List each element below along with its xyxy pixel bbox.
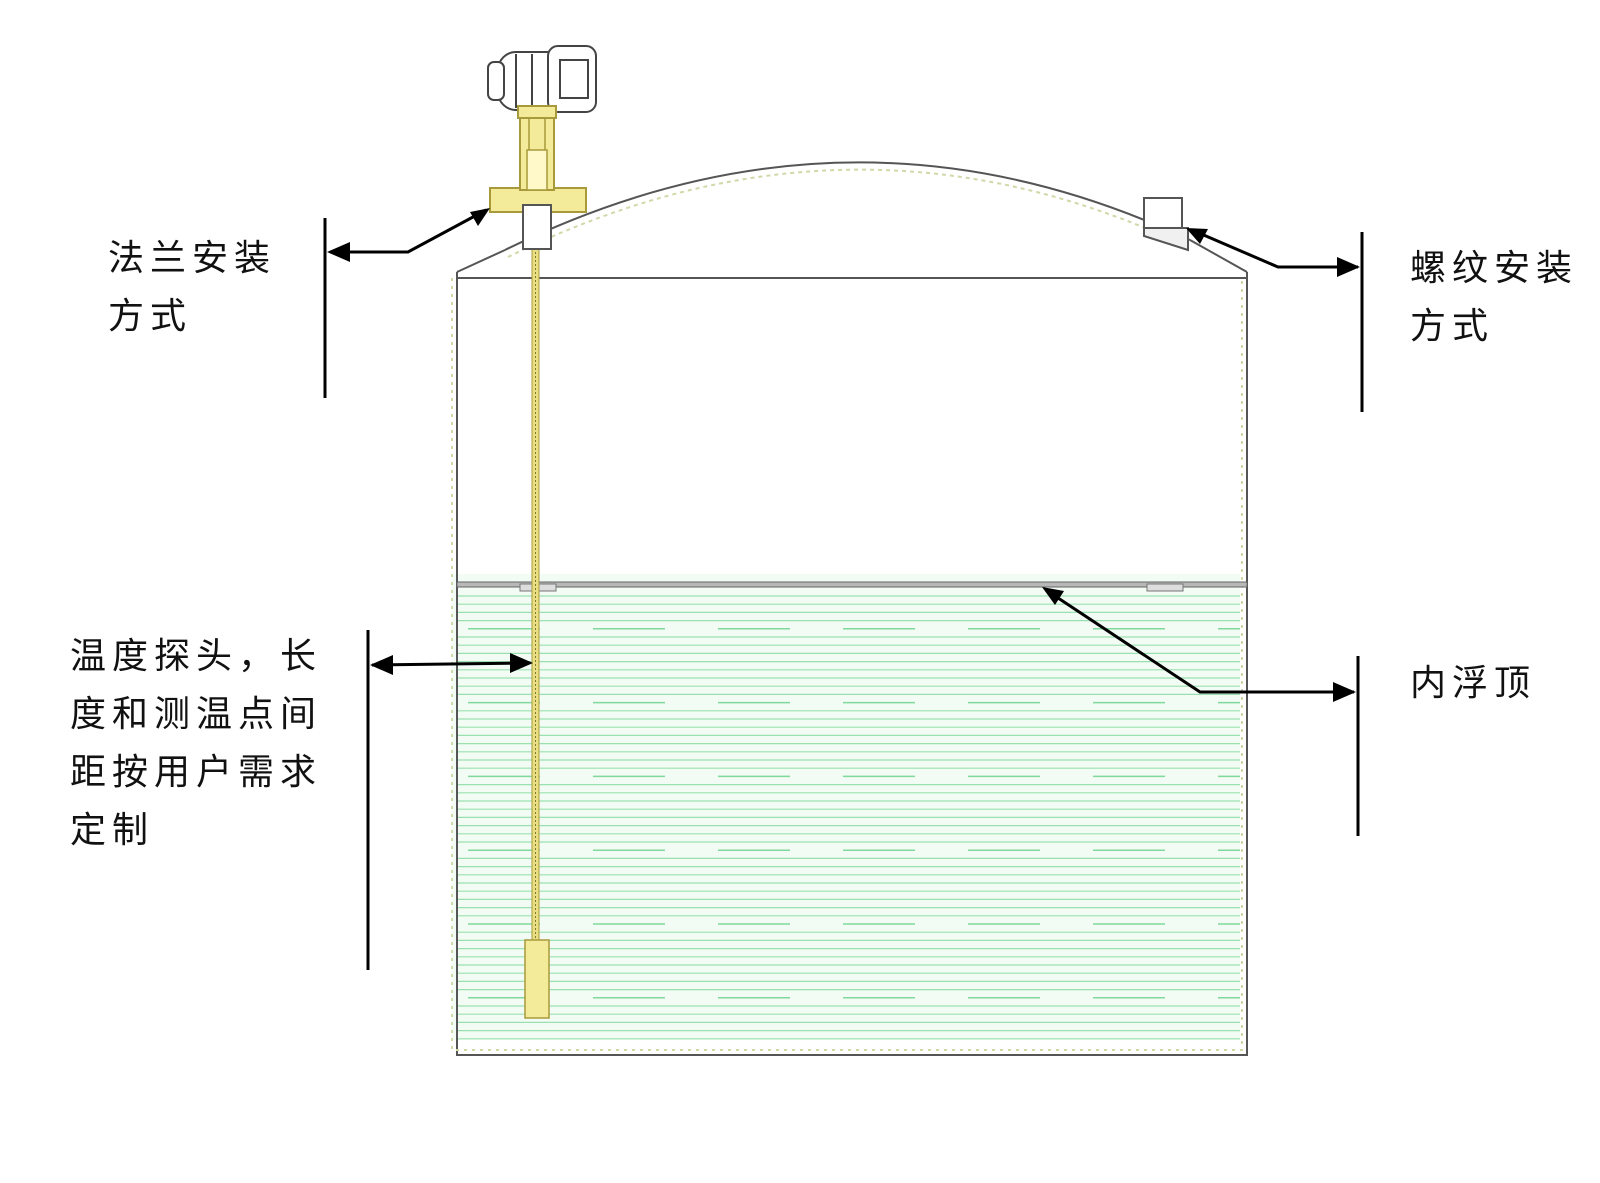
flange-mount-label-line: 方式	[108, 296, 193, 337]
floating-roof-label: 内浮顶	[1410, 655, 1536, 713]
roof-arrow-right-icon	[1333, 682, 1356, 702]
tank-roof-dome-inner	[507, 168, 1187, 258]
probe-tip	[524, 939, 550, 1019]
thread-annotation	[1191, 228, 1364, 412]
tank-roof-shoulder	[456, 239, 1248, 273]
thread-mount-nozzle	[1143, 197, 1189, 252]
liquid-lines	[458, 595, 1240, 1040]
tank-roof-dome	[504, 161, 1191, 251]
roof-arrow-left-icon	[1042, 587, 1064, 605]
floating-roof-label-line: 内浮顶	[1410, 663, 1537, 704]
probe-label-line: 温度探头，长	[70, 636, 323, 677]
probe-label-line: 距按用户需求	[70, 752, 323, 793]
liquid-fill	[452, 574, 1240, 1040]
floating-roof-plate	[456, 581, 1248, 588]
probe-arrow-left-icon	[370, 655, 393, 675]
flange-mount-label-line: 法兰安装	[108, 238, 277, 279]
flange-annotation	[323, 208, 487, 398]
thread-mount-label-line: 螺纹安装	[1410, 248, 1579, 289]
probe-annotation	[366, 630, 531, 970]
floating-roof-guide-right	[1146, 583, 1184, 592]
flange-arrow-left-icon	[327, 242, 350, 262]
transmitter-head-icon	[487, 45, 597, 119]
flange-neck	[522, 204, 552, 250]
thread-mount-label-line: 方式	[1410, 306, 1495, 347]
flange-arrow-right-icon	[470, 208, 490, 226]
roof-annotation	[1045, 588, 1360, 836]
probe-arrow-right-icon	[510, 653, 533, 673]
flange-mount	[489, 114, 587, 250]
flange-mount-label: 法兰安装 方式	[108, 230, 276, 346]
thread-arrow-right-icon	[1337, 257, 1360, 277]
probe-label: 温度探头，长 度和测温点间 距按用户需求 定制	[70, 628, 322, 860]
probe-label-line: 定制	[70, 810, 155, 851]
probe-label-line: 度和测温点间	[70, 694, 323, 735]
thread-mount-label: 螺纹安装 方式	[1410, 240, 1578, 356]
thread-arrow-left-icon	[1186, 228, 1208, 244]
